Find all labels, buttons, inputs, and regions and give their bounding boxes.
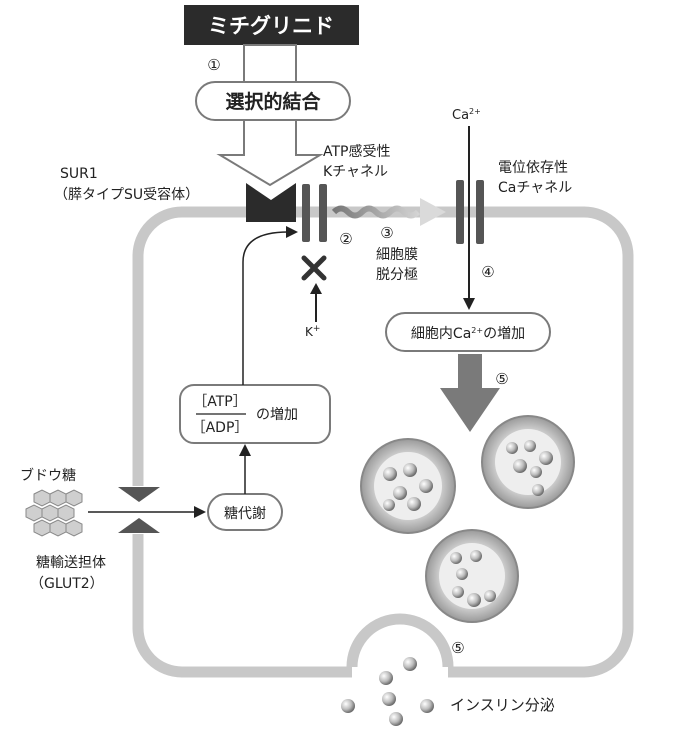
atp-to-channel-arrow-head: [286, 226, 298, 238]
depolarization-label-line2: 脱分極: [376, 267, 418, 283]
transporter-label-line1: 糖輸送担体: [36, 555, 106, 571]
ca-channel-label-line1: 電位依存性: [498, 160, 568, 176]
calcium-label: Ca2+: [452, 107, 481, 123]
glucose-molecules: [25, 489, 83, 537]
potassium-arrow-head: [310, 283, 322, 294]
katp-channel-bar-right: [319, 184, 327, 242]
glut2-transporter-bottom: [118, 518, 160, 533]
step-2-marker: ②: [339, 230, 352, 248]
sur1-label-line2: （膵タイプSU受容体）: [54, 186, 199, 203]
selective-binding-box: [195, 81, 351, 121]
insulin-vesicle-3: [425, 529, 519, 623]
insulin-vesicle-2: [481, 415, 575, 509]
exocytosis-arrow: [440, 354, 500, 432]
katp-label-line1: ATP感受性: [323, 143, 390, 160]
intracellular-ca-box: [385, 312, 551, 352]
blocked-cross-icon: [301, 255, 327, 281]
ca-channel-bar-right: [476, 180, 484, 244]
metabolism-to-atp-arrow-head: [239, 444, 251, 456]
sur1-label-line1: SUR1: [60, 166, 98, 182]
atp-to-channel-arrow: [242, 231, 289, 385]
step-3-marker: ③: [380, 224, 393, 242]
step-5b-marker: ⑤: [451, 639, 464, 657]
ratio-increase-label: の増加: [256, 407, 298, 423]
depolarization-wave-arrow: [331, 205, 421, 219]
atp-adp-box: [179, 384, 331, 444]
insulin-secretion-label: インスリン分泌: [450, 696, 555, 714]
atp-label: ［ATP］: [193, 394, 246, 410]
glucose-label: ブドウ糖: [20, 467, 76, 484]
adp-label: ［ADP］: [192, 420, 249, 436]
released-insulin-granules: [341, 657, 434, 726]
katp-label-line2: Kチャネル: [323, 164, 388, 180]
potassium-label: K+: [305, 324, 320, 339]
glut2-transporter-top: [118, 487, 160, 502]
intracellular-ca-label: 細胞内Ca2+の増加: [411, 326, 525, 342]
step-1-marker: ①: [207, 56, 220, 74]
drug-name-box: [184, 5, 359, 45]
glucose-metabolism-label: 糖代謝: [224, 506, 266, 522]
ca-channel-label-line2: Caチャネル: [498, 180, 572, 196]
katp-channel-bar-left: [302, 184, 310, 242]
ca-channel-bar-left: [456, 180, 464, 244]
exocytosis-gap: [352, 662, 448, 682]
step-4-marker: ④: [481, 263, 494, 281]
depolarization-label-line1: 細胞膜: [376, 247, 418, 263]
drug-name: ミチグリニド: [208, 14, 334, 38]
exocytosis-pit: [346, 613, 454, 668]
sur1-receptor: [246, 183, 296, 222]
selective-binding-label: 選択的結合: [225, 90, 321, 113]
transporter-label-line2: （GLUT2）: [30, 576, 104, 592]
calcium-influx-arrow-head: [463, 298, 475, 310]
glucose-uptake-arrow-head: [194, 506, 206, 518]
insulin-vesicle-1: [360, 438, 456, 534]
step-5a-marker: ⑤: [495, 370, 508, 388]
depolarization-arrow-head: [420, 198, 446, 226]
